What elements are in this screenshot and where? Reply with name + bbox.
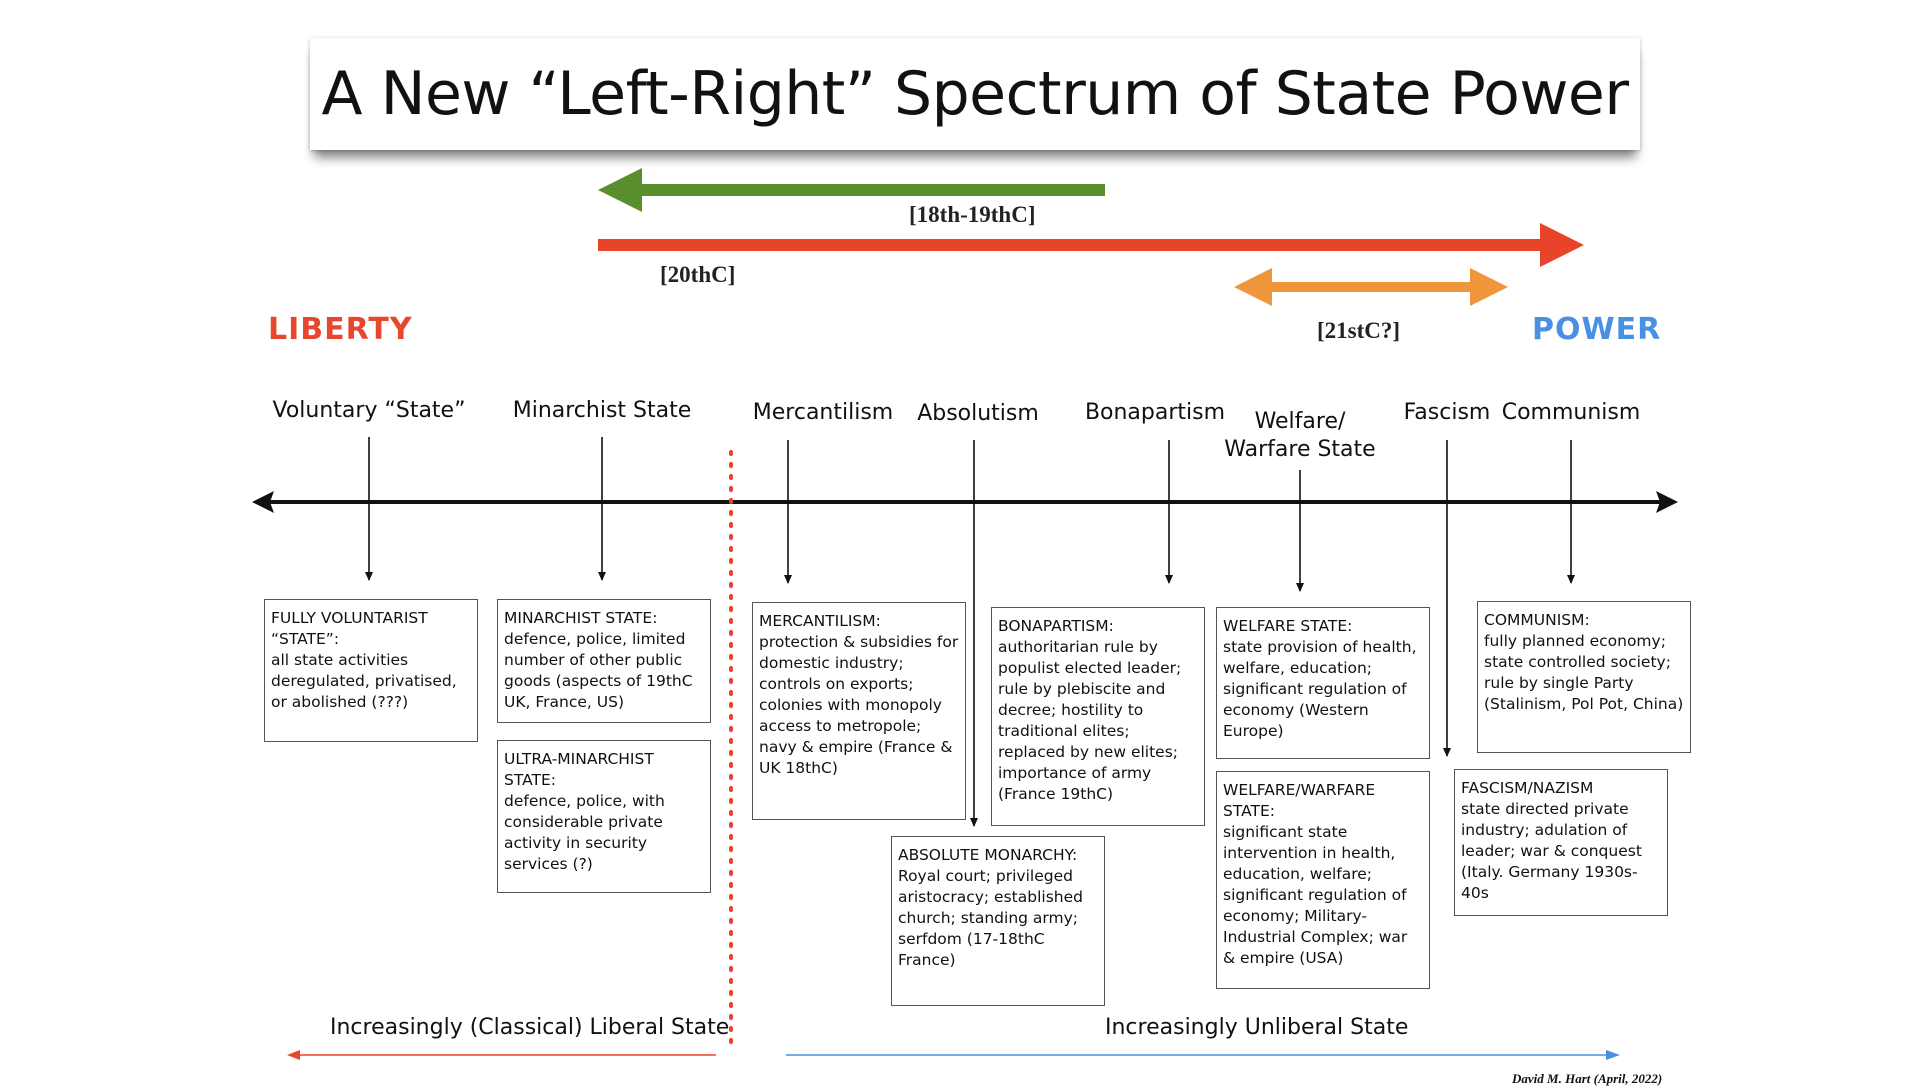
- box-minarchist-heading: MINARCHIST STATE:: [504, 609, 658, 627]
- spectrum-axis: [252, 491, 1678, 513]
- box-bonapartism-heading: BONAPARTISM:: [998, 617, 1114, 635]
- box-ultra-minarchist: ULTRA-MINARCHIST STATE: defence, police,…: [497, 740, 711, 893]
- box-minarchist-text: defence, police, limited number of other…: [504, 630, 693, 711]
- box-ultra-minarchist-heading: ULTRA-MINARCHIST STATE:: [504, 750, 654, 789]
- system-label-communism: Communism: [1501, 400, 1641, 425]
- author-credit: David M. Hart (April, 2022): [1512, 1071, 1663, 1086]
- box-welfare-warfare-heading: WELFARE/WARFARE STATE:: [1223, 781, 1376, 820]
- box-voluntarist-heading: FULLY VOLUNTARIST “STATE”:: [271, 609, 428, 648]
- system-label-voluntary: Voluntary “State”: [272, 398, 466, 423]
- footer-liberal-label: Increasingly (Classical) Liberal State: [330, 1015, 730, 1040]
- footer-arrow-unliberal: [786, 1050, 1620, 1060]
- box-mercantilism: MERCANTILISM: protection & subsidies for…: [752, 602, 966, 820]
- era-label-18-19c: [18th-19thC]: [909, 202, 1036, 227]
- box-communism-heading: COMMUNISM:: [1484, 611, 1590, 629]
- box-welfare-state-text: state provision of health, welfare, educ…: [1223, 638, 1417, 740]
- box-fascism-heading: FASCISM/NAZISM: [1461, 779, 1594, 797]
- box-mercantilism-text: protection & subsidies for domestic indu…: [759, 633, 959, 777]
- box-ultra-minarchist-text: defence, police, with considerable priva…: [504, 792, 665, 873]
- box-absolute-monarchy: ABSOLUTE MONARCHY: Royal court; privileg…: [891, 836, 1105, 1006]
- box-minarchist: MINARCHIST STATE: defence, police, limit…: [497, 599, 711, 723]
- box-fascism-text: state directed private industry; adulati…: [1461, 800, 1642, 902]
- era-arrow-20c: [598, 223, 1584, 267]
- title-banner: A New “Left-Right” Spectrum of State Pow…: [310, 38, 1640, 150]
- system-label-minarchist: Minarchist State: [512, 398, 692, 423]
- system-label-fascism: Fascism: [1403, 400, 1491, 425]
- power-label: POWER: [1532, 312, 1662, 347]
- liberty-label: LIBERTY: [268, 312, 413, 347]
- system-label-welfare: Welfare/ Warfare State: [1224, 409, 1376, 462]
- box-welfare-warfare-text: significant state intervention in health…: [1223, 823, 1408, 967]
- footer-unliberal-label: Increasingly Unliberal State: [1105, 1015, 1409, 1040]
- box-mercantilism-heading: MERCANTILISM:: [759, 612, 881, 630]
- box-bonapartism: BONAPARTISM: authoritarian rule by popul…: [991, 607, 1205, 826]
- box-bonapartism-text: authoritarian rule by populist elected l…: [998, 638, 1182, 803]
- pointer-arrows: [365, 437, 1575, 827]
- box-communism: COMMUNISM: fully planned economy; state …: [1477, 601, 1691, 753]
- box-absolute-monarchy-text: Royal court; privileged aristocracy; est…: [898, 867, 1083, 969]
- footer-arrow-liberal: [287, 1050, 716, 1060]
- era-arrow-18-19c: [598, 168, 1105, 212]
- era-arrow-21c: [1234, 268, 1508, 306]
- system-label-mercantilism: Mercantilism: [752, 400, 894, 425]
- system-label-absolutism: Absolutism: [917, 401, 1039, 426]
- box-voluntarist: FULLY VOLUNTARIST “STATE”: all state act…: [264, 599, 478, 742]
- page-title: A New “Left-Right” Spectrum of State Pow…: [321, 59, 1630, 129]
- box-welfare-warfare-state: WELFARE/WARFARE STATE: significant state…: [1216, 771, 1430, 989]
- system-label-bonapartism: Bonapartism: [1084, 400, 1226, 425]
- box-communism-text: fully planned economy; state controlled …: [1484, 632, 1684, 713]
- box-welfare-state: WELFARE STATE: state provision of health…: [1216, 607, 1430, 759]
- box-fascism: FASCISM/NAZISM state directed private in…: [1454, 769, 1668, 916]
- era-label-20c: [20thC]: [660, 262, 736, 287]
- box-voluntarist-text: all state activities deregulated, privat…: [271, 651, 457, 711]
- box-welfare-state-heading: WELFARE STATE:: [1223, 617, 1353, 635]
- box-absolute-monarchy-heading: ABSOLUTE MONARCHY:: [898, 846, 1078, 864]
- era-label-21c: [21stC?]: [1317, 318, 1401, 343]
